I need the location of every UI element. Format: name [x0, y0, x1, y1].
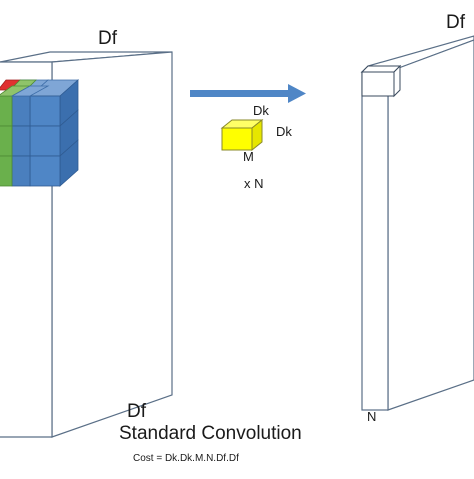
- kernel-top-label: Dk: [253, 103, 269, 118]
- kernel-cube: Dk Dk M x N: [220, 103, 292, 191]
- cost-formula: Cost = Dk.Dk.M.N.Df.Df: [133, 453, 239, 464]
- output-volume-front-face: [361, 71, 389, 411]
- kernel-cube-front: [221, 127, 253, 151]
- kernel-count-label: x N: [244, 176, 264, 191]
- input-volume: Df Df: [0, 28, 173, 438]
- transform-arrow: [190, 84, 306, 103]
- output-top-label: Df: [446, 12, 466, 33]
- input-cube-block: [0, 79, 80, 187]
- diagram-title: Standard Convolution: [119, 423, 302, 444]
- output-cell: [360, 64, 402, 98]
- output-volume-side-face: [387, 39, 474, 411]
- kernel-side-label: Dk: [276, 124, 292, 139]
- output-volume: Df N: [360, 12, 474, 424]
- kernel-depth-label: M: [243, 149, 254, 164]
- input-height-label: Df: [127, 401, 147, 422]
- input-width-label: Df: [98, 28, 118, 49]
- output-depth-label: N: [367, 409, 376, 424]
